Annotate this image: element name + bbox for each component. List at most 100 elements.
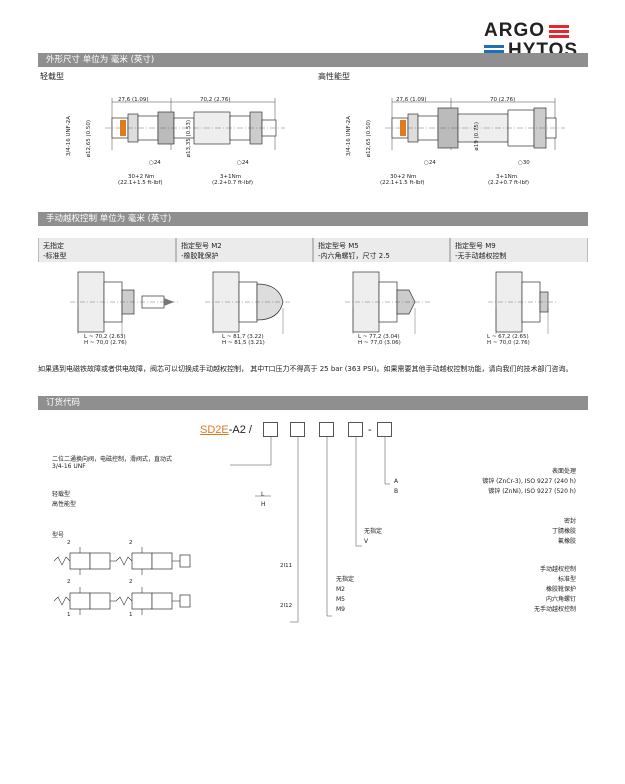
symbol-port-1a: 1 <box>67 612 71 618</box>
light-torque2-wrap: 3+1Nm (2.2+0.7 ft-lbf) <box>212 174 253 186</box>
manual-col-1-H: H ~ 70,0 (2.76) <box>84 340 127 346</box>
light-duty-label: 轻载型 <box>40 72 64 81</box>
order-code-suffix: -A2 / <box>228 424 252 436</box>
light-wrench2: 24 <box>241 160 249 166</box>
logo-word-argo: ARGO <box>484 20 545 41</box>
manual-code-default: 无指定 <box>336 576 355 583</box>
manual-col-4-title: 指定型号 M9 <box>455 242 496 250</box>
order-light-code: L <box>261 491 265 498</box>
symbol-port-2d: 2 <box>129 579 133 585</box>
light-torque1: 30+2 Nm <box>128 174 155 180</box>
heavy-dim-2: 70 (2.76) <box>490 97 516 103</box>
section-dimensions-header: 外形尺寸 单位为 毫米 (英寸) <box>38 53 588 67</box>
surface-option-b: 镀锌 (ZnNi), ISO 9227 (520 h) <box>488 488 576 495</box>
order-desc-2: 3/4-16 UNF <box>52 463 86 470</box>
manual-col-3-L: L ~ 77,2 (3.04) <box>358 334 400 340</box>
manual-option-default: 标准型 <box>557 576 576 583</box>
surface-title: 表面处理 <box>551 468 576 475</box>
light-torque1b: (22.1+1.5 ft-lbf) <box>118 180 163 186</box>
surface-code-b: B <box>394 488 399 495</box>
manual-col-2-L: L ~ 81,7 (3.22) <box>222 334 264 340</box>
manual-col-3-H: H ~ 77,0 (3.06) <box>358 340 401 346</box>
manual-override-note: 如果遇到电磁铁故障或者供电故障，阀芯可以切换成手动越权控制， 其中T口压力不得高… <box>38 365 573 373</box>
manual-col-1-title: 无指定 <box>43 242 64 250</box>
seal-code-default: 无指定 <box>364 528 383 535</box>
heavy-wrench1: 24 <box>428 160 436 166</box>
manual-code-m9: M9 <box>336 606 345 613</box>
order-code: SD2E-A2 / <box>200 424 252 436</box>
seal-title: 密封 <box>563 518 576 525</box>
manual-drawing-standard <box>70 271 178 334</box>
seal-option-v: 氟橡胶 <box>557 538 576 545</box>
order-code-prefix: SD2E <box>200 424 229 436</box>
surface-options: 镀锌 (ZnCr-3), ISO 9227 (240 h) 镀锌 (ZnNi),… <box>430 477 576 497</box>
order-desc: 二位二通换向阀，电磁控制，滑阀式，直动式 3/4-16 UNF <box>52 454 172 470</box>
manual-drawing-no-override <box>488 271 558 334</box>
manual-col-4: 指定型号 M9 -无手动越权控制 <box>450 238 588 262</box>
heavy-torque1b: (22.1+1.5 ft-lbf) <box>380 180 425 186</box>
model-code-1: 2I11 <box>280 563 293 569</box>
heavy-torque2b: (2.2+0.7 ft-lbf) <box>488 180 530 186</box>
heavy-torque1: 30+2 Nm <box>390 174 417 180</box>
order-body-codes: L H <box>261 490 266 510</box>
manual-col-3: 指定型号 M5 -内六角螺钉，尺寸 2.5 <box>313 238 450 262</box>
heavy-torque2: 3+1Nm <box>496 174 518 180</box>
light-torque1-wrap: 30+2 Nm (22.1+1.5 ft-lbf) <box>118 174 163 186</box>
manual-col-4-dims: L ~ 67,2 (2.65) H ~ 70,0 (2.76) <box>487 334 530 346</box>
manual-code-m5: M5 <box>336 596 345 603</box>
light-torque2: 3+1Nm <box>220 174 242 180</box>
section-manual-header: 手动越权控制 单位为 毫米 (英寸) <box>38 212 588 226</box>
light-wrench2-wrap: ○24 <box>237 160 249 166</box>
light-dim-1: 27,6 (1.09) <box>118 97 149 103</box>
heavy-torque2-wrap: 3+1Nm (2.2+0.7 ft-lbf) <box>488 174 529 186</box>
surface-codes: A B <box>394 477 398 497</box>
manual-col-4-L: L ~ 67,2 (2.65) <box>487 334 529 340</box>
manual-col-1: 无指定 -标准型 <box>38 238 176 262</box>
order-desc-1: 二位二通换向阀，电磁控制，滑阀式，直动式 <box>52 456 173 463</box>
manual-col-4-sub: -无手动越权控制 <box>455 252 507 260</box>
code-box-seal <box>348 422 363 437</box>
heavy-wrench2-wrap: ○30 <box>518 160 530 166</box>
light-dim-2: 70,2 (2.76) <box>200 97 231 103</box>
manual-col-4-H: H ~ 70,0 (2.76) <box>487 340 530 346</box>
heavy-wrench1-wrap: ○24 <box>424 160 436 166</box>
heavy-valve-drawing <box>385 98 565 150</box>
light-wrench1-wrap: ○24 <box>149 160 161 166</box>
seal-options: 丁腈橡胶 氟橡胶 <box>500 527 576 547</box>
code-box-manual <box>319 422 334 437</box>
seal-codes: 无指定 V <box>364 527 382 547</box>
manual-option-m9: 无手动越权控制 <box>533 606 576 613</box>
order-heavy-code: H <box>261 501 266 508</box>
light-torque2b: (2.2+0.7 ft-lbf) <box>212 180 254 186</box>
symbol-port-2a: 2 <box>67 540 71 546</box>
manual-col-1-dims: L ~ 70,2 (2.63) H ~ 70,0 (2.76) <box>84 334 127 346</box>
logo-red-bars <box>549 24 569 38</box>
manual-code-m2: M2 <box>336 586 345 593</box>
manual-col-3-dims: L ~ 77,2 (3.04) H ~ 77,0 (3.06) <box>358 334 401 346</box>
heavy-torque1-wrap: 30+2 Nm (22.1+1.5 ft-lbf) <box>380 174 425 186</box>
surface-code-a: A <box>394 478 399 485</box>
symbol-port-1b: 1 <box>129 612 133 618</box>
hydraulic-symbols <box>53 547 191 615</box>
order-model-label: 型号 <box>52 532 65 539</box>
heavy-wrench2: 30 <box>522 160 530 166</box>
manual-col-2-title: 指定型号 M2 <box>181 242 222 250</box>
manual-option-m5: 内六角螺钉 <box>545 596 576 603</box>
manual-drawing-rubber-boot <box>205 271 291 334</box>
model-code-2: 2I12 <box>280 603 293 609</box>
code-box-model <box>290 422 305 437</box>
manual-drawing-hex-screw <box>345 271 431 334</box>
symbol-port-2b: 2 <box>129 540 133 546</box>
manual-col-2-sub: -橡胶靴保护 <box>181 252 219 260</box>
symbol-port-2c: 2 <box>67 579 71 585</box>
code-dash: - <box>368 424 372 436</box>
manual-col-1-L: L ~ 70,2 (2.63) <box>84 334 126 340</box>
heavy-duty-label: 高性能型 <box>318 72 350 81</box>
manual-option-m2: 橡胶靴保护 <box>545 586 576 593</box>
order-light: 轻载型 <box>52 491 71 498</box>
seal-option-default: 丁腈橡胶 <box>551 528 576 535</box>
surface-option-a: 镀锌 (ZnCr-3), ISO 9227 (240 h) <box>482 478 576 485</box>
code-box-body <box>263 422 278 437</box>
manual-col-3-sub: -内六角螺钉，尺寸 2.5 <box>318 252 390 260</box>
